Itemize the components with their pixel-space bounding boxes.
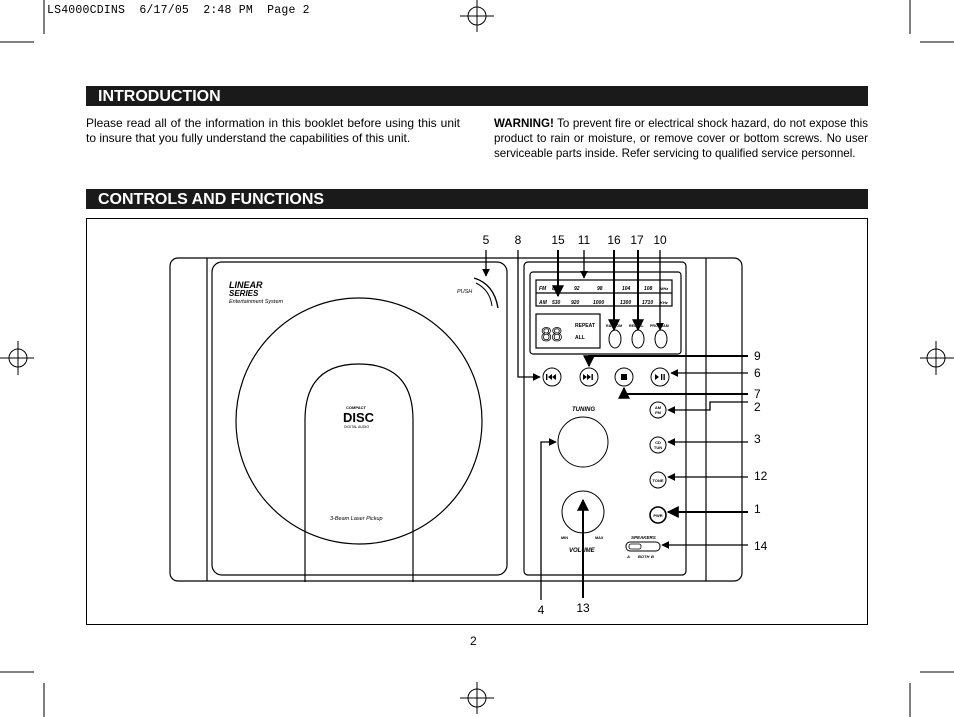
callout-16: 16 (607, 233, 621, 247)
fm-scale-label: FM (539, 286, 547, 292)
cd-tun-top-label: CD (655, 440, 661, 445)
callout-2: 2 (754, 400, 761, 414)
callout-6: 6 (754, 366, 761, 380)
cd-window (235, 297, 483, 545)
callout-9: 9 (754, 349, 761, 363)
callout-14: 14 (754, 539, 768, 553)
stop-button[interactable] (614, 367, 634, 387)
controls-figure-frame (86, 218, 868, 625)
callout-13: 13 (576, 601, 590, 615)
stop-icon (621, 374, 627, 380)
warning-text: To prevent fire or electrical shock haza… (494, 117, 868, 160)
warning-label: WARNING! (494, 117, 554, 130)
recall-button[interactable] (631, 329, 645, 349)
brand-line1: LINEAR (229, 280, 263, 290)
cd-door (211, 261, 508, 576)
repeat-indicator: REPEAT (575, 323, 595, 329)
cd-tun-button[interactable] (649, 436, 667, 454)
callout-10: 10 (653, 233, 667, 247)
fm-scale-88: 88 (552, 286, 558, 292)
fm-scale-92: 92 (574, 286, 580, 292)
am-fm-top-label: AM (655, 405, 662, 410)
program-button[interactable] (654, 329, 668, 349)
control-panel (523, 261, 687, 576)
all-indicator: ALL (575, 335, 585, 341)
callout-lines (482, 250, 748, 600)
volume-max-label: MAX (595, 536, 604, 540)
callout-11: 11 (578, 233, 591, 247)
next-track-button[interactable] (579, 367, 599, 387)
pwr-label: PWR (653, 513, 662, 518)
volume-min-label: MIN (561, 536, 568, 540)
brand-line2: SERIES (229, 289, 259, 298)
am-scale-unit: KHz (660, 300, 668, 305)
fm-scale-98: 98 (597, 286, 603, 292)
callout-1: 1 (754, 502, 761, 516)
slug-line: LS4000CDINS 6/17/05 2:48 PM Page 2 (47, 4, 310, 17)
tone-button[interactable] (649, 471, 667, 489)
next-track-icon (583, 374, 593, 380)
lcd-digits: 88 (541, 325, 562, 346)
am-scale-530: 530 (552, 300, 561, 306)
fm-scale-unit: MHz (660, 286, 668, 291)
speakers-pos-a: A (626, 554, 630, 559)
speakers-pos-b: B (651, 554, 654, 559)
fm-scale-104: 104 (622, 286, 631, 292)
pwr-button[interactable] (649, 506, 667, 524)
callout-12: 12 (754, 469, 768, 483)
fm-scale-108: 108 (644, 286, 653, 292)
speakers-switch[interactable] (625, 541, 661, 552)
tuning-knob[interactable] (557, 416, 609, 468)
page-number: 2 (470, 634, 477, 648)
callout-8: 8 (515, 233, 522, 247)
callout-15: 15 (551, 233, 565, 247)
am-fm-bottom-label: FM (655, 410, 661, 415)
tone-label: TONE (652, 478, 663, 483)
laser-track (304, 363, 414, 582)
tuning-label: TUNING (572, 407, 595, 413)
disc-logo-top: COMPACT (346, 405, 366, 410)
random-button[interactable] (608, 329, 622, 349)
controls-heading: CONTROLS AND FUNCTIONS (86, 189, 868, 209)
cd-tun-bottom-label: TUN (654, 445, 662, 450)
am-scale-1710: 1710 (642, 300, 653, 306)
am-fm-button[interactable] (649, 401, 667, 419)
callout-4: 4 (538, 603, 545, 617)
speakers-pos-both: BOTH (638, 554, 649, 559)
play-pause-button[interactable] (650, 367, 670, 387)
am-scale-1300: 1300 (620, 300, 631, 306)
play-pause-icon (655, 374, 665, 380)
laser-label: 3-Beam Laser Pickup (330, 516, 383, 522)
am-scale-label: AM (538, 300, 548, 306)
disc-logo-sub: DIGITAL AUDIO (344, 425, 369, 429)
disc-logo-main: DISC (343, 410, 375, 425)
prev-track-icon (546, 374, 556, 380)
callout-7: 7 (754, 387, 761, 401)
speakers-switch-knob[interactable] (628, 543, 642, 550)
push-label: PUSH (457, 289, 472, 295)
callout-5: 5 (483, 233, 490, 247)
speakers-label: SPEAKERS (631, 535, 656, 540)
prev-track-button[interactable] (542, 367, 562, 387)
recall-label: RECALL (629, 324, 644, 328)
introduction-heading: INTRODUCTION (86, 86, 868, 106)
am-scale-1000: 1000 (593, 300, 604, 306)
callout-17: 17 (630, 233, 644, 247)
am-scale-920: 920 (571, 300, 580, 306)
warning-paragraph: WARNING! To prevent fire or electrical s… (494, 116, 868, 161)
brand-subtitle: Entertainment System (229, 299, 284, 305)
device-body (169, 257, 743, 582)
introduction-text: Please read all of the information in th… (86, 116, 460, 145)
callout-3: 3 (754, 432, 761, 446)
